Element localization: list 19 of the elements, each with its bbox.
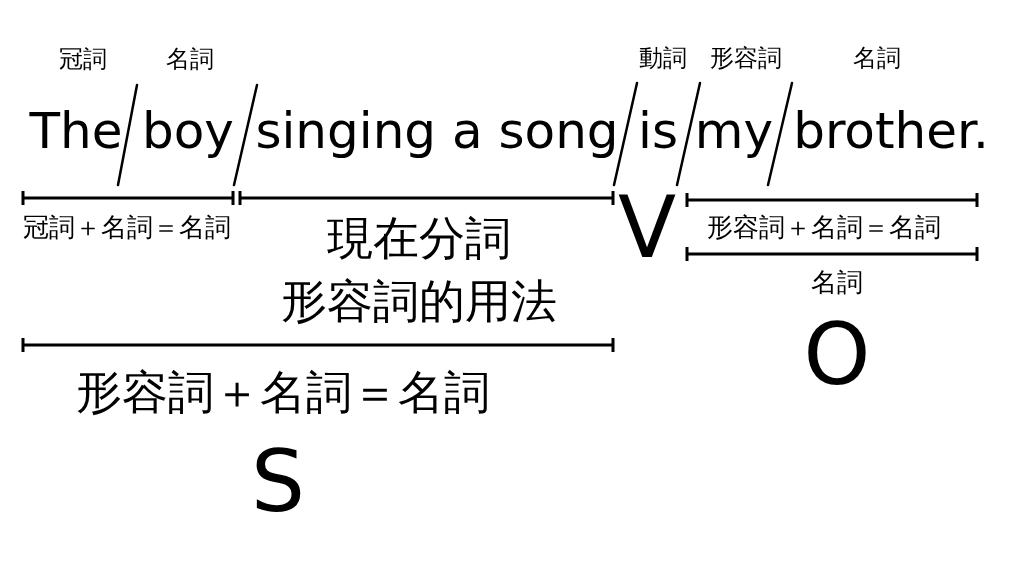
usage-label: 現在分詞形容詞的用法: [281, 210, 557, 330]
role-letter: O: [803, 311, 871, 397]
sentence-word: boy: [142, 106, 234, 156]
sentence-word: brother.: [793, 106, 989, 156]
role-letter: S: [251, 438, 305, 524]
formula-label: 形容詞＋名詞＝名詞: [76, 369, 490, 415]
part-of-speech-label: 名詞: [166, 47, 214, 71]
formula-label: 形容詞＋名詞＝名詞: [707, 214, 941, 240]
part-of-speech-label: 名詞: [853, 46, 901, 70]
role-letter: V: [617, 184, 677, 270]
sentence-word: singing a song: [255, 106, 619, 156]
part-of-speech-label: 名詞: [811, 269, 863, 295]
part-of-speech-label: 冠詞: [59, 47, 107, 71]
sentence-word: is: [638, 106, 678, 156]
sentence-word: The: [29, 106, 123, 156]
part-of-speech-label: 動詞: [639, 46, 687, 70]
formula-label: 冠詞＋名詞＝名詞: [23, 214, 231, 240]
part-of-speech-label: 形容詞: [710, 46, 782, 70]
sentence-word: my: [694, 106, 774, 156]
